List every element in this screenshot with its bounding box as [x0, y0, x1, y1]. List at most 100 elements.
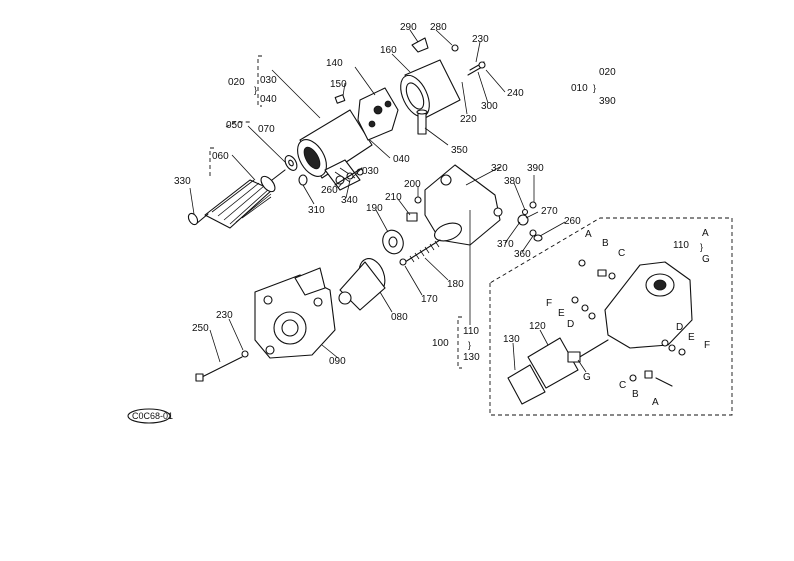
callout-010: 010 — [571, 83, 588, 94]
callout-230-b: 230 — [216, 310, 233, 321]
callout-110: 110 — [463, 326, 479, 337]
callout-090: 090 — [329, 356, 346, 367]
callout-050: 050 — [226, 120, 243, 131]
callout-040-b: 040 — [393, 154, 410, 165]
screw-280 — [451, 44, 459, 52]
callout-340: 340 — [341, 195, 358, 206]
callout-040: 040 — [260, 94, 277, 105]
nut-390 — [529, 201, 537, 209]
through-bolts — [467, 61, 486, 76]
callout-130: 130 — [463, 352, 480, 363]
callout-140: 140 — [326, 58, 343, 69]
callout-020-b: 020 — [599, 67, 616, 78]
callout-320: 320 — [491, 163, 508, 174]
callout-110-b: 110 — [673, 240, 689, 251]
callout-370: 370 — [497, 239, 514, 250]
brace-marks: } } } } — [254, 83, 703, 350]
letter-A-bot: A — [652, 397, 659, 408]
drawing-stamp-text: C0C68-01 — [132, 411, 173, 421]
callout-390: 390 — [527, 163, 544, 174]
callout-070: 070 — [258, 124, 275, 135]
callout-210: 210 — [385, 192, 402, 203]
armature — [195, 169, 286, 229]
letter-C-bot: C — [619, 380, 626, 391]
letter-C-top: C — [618, 248, 625, 259]
ball-170 — [399, 258, 407, 266]
callout-labels: 010 020 030 040 020 390 050 070 060 330 … — [174, 22, 689, 367]
callout-240: 240 — [507, 88, 524, 99]
letter-F-right: F — [704, 340, 710, 351]
brace-110: } — [700, 242, 703, 252]
letter-D-left: D — [567, 319, 574, 330]
washer-310 — [298, 174, 308, 186]
callout-160: 160 — [380, 45, 397, 56]
terminal-350 — [416, 109, 428, 135]
letter-F-left: F — [546, 298, 552, 309]
callout-220: 220 — [460, 114, 477, 125]
washer-230 — [241, 350, 249, 358]
callout-360: 360 — [514, 249, 531, 260]
callout-120: 120 — [529, 321, 546, 332]
roller-200 — [414, 196, 422, 204]
brush-150 — [334, 94, 346, 104]
callout-030: 030 — [260, 75, 277, 86]
letter-E-right: E — [688, 332, 695, 343]
letter-D-right: D — [676, 322, 683, 333]
callout-060: 060 — [212, 151, 229, 162]
callout-190: 190 — [366, 203, 383, 214]
callout-310: 310 — [308, 205, 325, 216]
letter-B-bot: B — [632, 389, 639, 400]
letter-labels: A B C F E D G C B A D E F A G — [546, 228, 710, 408]
washer-380 — [521, 208, 529, 216]
retainer-210 — [406, 212, 418, 222]
callout-300: 300 — [481, 101, 498, 112]
grouping-brackets — [209, 55, 462, 369]
callout-100: 100 — [432, 338, 449, 349]
plunger-rod — [404, 239, 441, 263]
brace-100: } — [468, 340, 471, 350]
letter-G-group: G — [702, 254, 710, 265]
brace-020: } — [254, 85, 257, 95]
callout-020: 020 — [228, 77, 245, 88]
callout-270: 270 — [541, 206, 558, 217]
callout-330: 330 — [174, 176, 191, 187]
idle-gear — [382, 229, 404, 255]
callout-380: 380 — [504, 176, 521, 187]
callout-350: 350 — [451, 145, 468, 156]
callout-150: 150 — [330, 79, 347, 90]
switch-terminal-parts — [517, 214, 543, 242]
gear-housing — [254, 267, 336, 359]
callout-230: 230 — [472, 34, 489, 45]
letter-G: G — [583, 372, 591, 383]
switch-subassembly-box — [489, 217, 733, 416]
callout-280: 280 — [430, 22, 447, 33]
magnetic-switch — [424, 164, 503, 246]
callout-260: 260 — [321, 185, 338, 196]
brush-spring-parts — [334, 167, 364, 186]
callout-290: 290 — [400, 22, 417, 33]
clamp-290 — [411, 37, 429, 53]
callout-030-b: 030 — [362, 166, 379, 177]
callout-250: 250 — [192, 323, 209, 334]
letter-E-left: E — [558, 308, 565, 319]
brace-010: } — [593, 83, 596, 93]
callout-080: 080 — [391, 312, 408, 323]
callout-390-b: 390 — [599, 96, 616, 107]
rear-cover — [400, 59, 461, 119]
callout-180: 180 — [447, 279, 464, 290]
washer-330 — [187, 212, 199, 226]
overrunning-clutch — [338, 258, 386, 311]
letter-A-group: A — [702, 228, 709, 239]
letter-B-top: B — [602, 238, 609, 249]
callout-200: 200 — [404, 179, 421, 190]
letter-A-top: A — [585, 229, 592, 240]
callout-130-b: 130 — [503, 334, 520, 345]
drawing-stamp: C0C68-01 — [127, 408, 173, 424]
bolt-250 — [195, 356, 243, 382]
leader-lines — [189, 29, 587, 373]
callout-260-b: 260 — [564, 216, 581, 227]
callout-170: 170 — [421, 294, 438, 305]
yoke-assembly — [297, 109, 373, 191]
brush-holder — [357, 87, 399, 141]
